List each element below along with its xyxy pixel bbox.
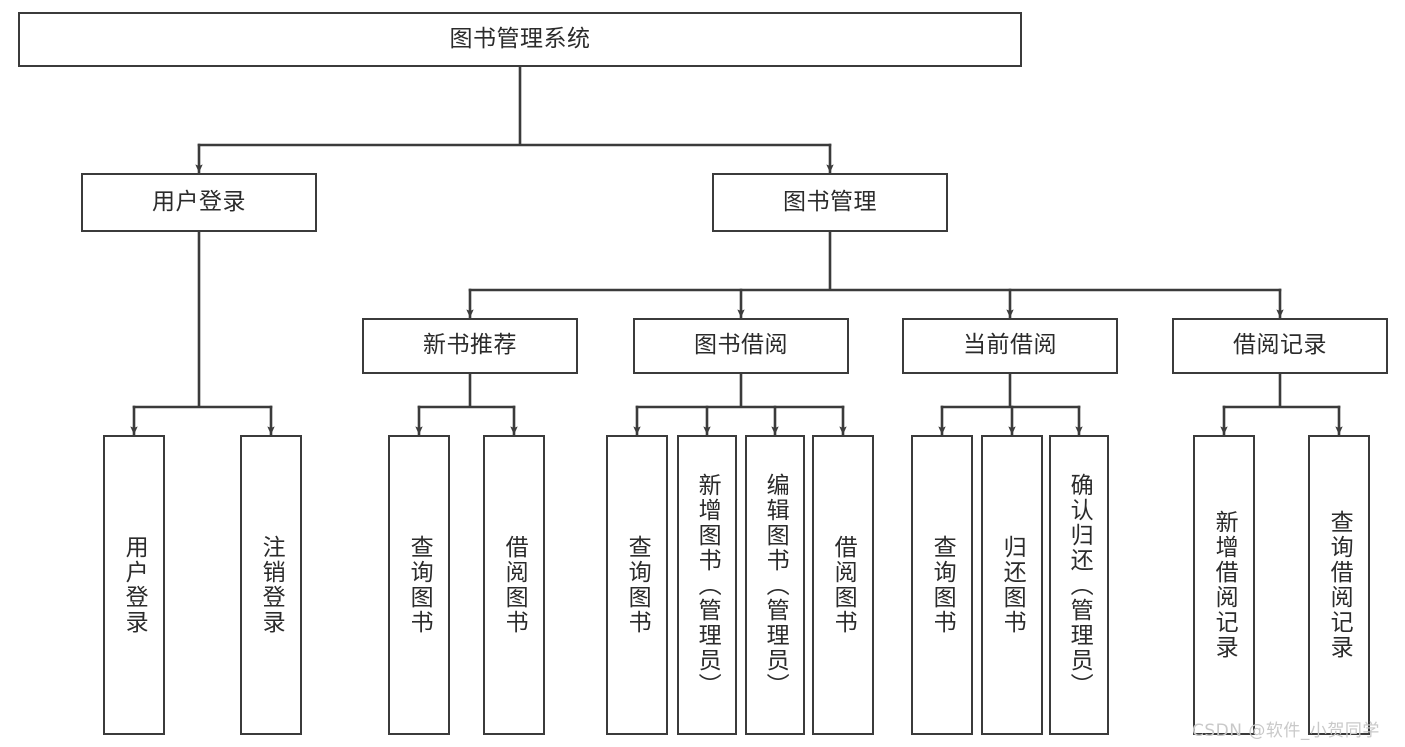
node-user-login[interactable]: 用户登录 xyxy=(81,173,317,232)
leaf-query-borrow-record[interactable]: 查询借阅记录 xyxy=(1308,435,1370,735)
leaf-query-book-1[interactable]: 查询图书 xyxy=(388,435,450,735)
node-borrowing-record-label: 借阅记录 xyxy=(1233,332,1327,359)
node-user-login-label: 用户登录 xyxy=(152,188,246,215)
leaf-return-book-label: 归还图书 xyxy=(999,535,1026,635)
node-new-book-recommendation-label: 新书推荐 xyxy=(423,332,517,359)
leaf-return-book[interactable]: 归还图书 xyxy=(981,435,1043,735)
node-book-borrowing-label: 图书借阅 xyxy=(694,332,788,359)
node-current-borrowing-label: 当前借阅 xyxy=(963,332,1057,359)
leaf-edit-book-admin[interactable]: 编辑图书（管理员） xyxy=(745,435,805,735)
node-root-label: 图书管理系统 xyxy=(449,25,591,52)
leaf-query-book-3[interactable]: 查询图书 xyxy=(911,435,973,735)
node-current-borrowing[interactable]: 当前借阅 xyxy=(902,318,1118,374)
node-book-management[interactable]: 图书管理 xyxy=(712,173,948,232)
leaf-confirm-return-admin[interactable]: 确认归还（管理员） xyxy=(1049,435,1109,735)
watermark: CSDN @软件_小贺同学 xyxy=(1192,721,1380,741)
node-root[interactable]: 图书管理系统 xyxy=(18,12,1022,67)
node-book-management-label: 图书管理 xyxy=(783,188,877,215)
leaf-user-login-label: 用户登录 xyxy=(121,535,148,635)
leaf-logout-label: 注销登录 xyxy=(258,535,285,635)
leaf-confirm-return-admin-label: 确认归还（管理员） xyxy=(1066,472,1093,698)
node-new-book-recommendation[interactable]: 新书推荐 xyxy=(362,318,578,374)
leaf-query-book-2-label: 查询图书 xyxy=(624,535,651,635)
leaf-query-borrow-record-label: 查询借阅记录 xyxy=(1326,510,1353,660)
leaf-add-borrow-record[interactable]: 新增借阅记录 xyxy=(1193,435,1255,735)
node-book-borrowing[interactable]: 图书借阅 xyxy=(633,318,849,374)
leaf-user-login[interactable]: 用户登录 xyxy=(103,435,165,735)
leaf-query-book-1-label: 查询图书 xyxy=(406,535,433,635)
leaf-borrow-book-1[interactable]: 借阅图书 xyxy=(483,435,545,735)
leaf-query-book-3-label: 查询图书 xyxy=(929,535,956,635)
node-borrowing-record[interactable]: 借阅记录 xyxy=(1172,318,1388,374)
leaf-add-book-admin[interactable]: 新增图书（管理员） xyxy=(677,435,737,735)
leaf-borrow-book-2[interactable]: 借阅图书 xyxy=(812,435,874,735)
leaf-borrow-book-1-label: 借阅图书 xyxy=(501,535,528,635)
leaf-edit-book-admin-label: 编辑图书（管理员） xyxy=(762,472,789,698)
leaf-borrow-book-2-label: 借阅图书 xyxy=(830,535,857,635)
leaf-query-book-2[interactable]: 查询图书 xyxy=(606,435,668,735)
leaf-logout[interactable]: 注销登录 xyxy=(240,435,302,735)
leaf-add-book-admin-label: 新增图书（管理员） xyxy=(694,472,721,698)
edge-paths xyxy=(130,65,1343,436)
leaf-add-borrow-record-label: 新增借阅记录 xyxy=(1211,510,1238,660)
